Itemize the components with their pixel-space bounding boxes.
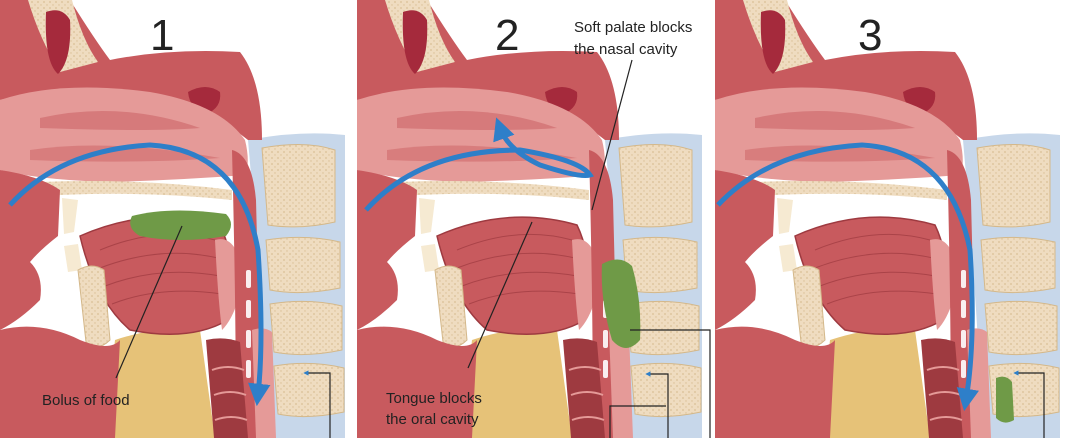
callout-soft-palate-line2: the nasal cavity [574, 41, 678, 58]
bolus-shape [996, 377, 1014, 423]
stage-3-panel: 3 [715, 0, 1060, 438]
stage-number: 2 [495, 11, 519, 60]
stage-number: 1 [150, 11, 174, 60]
callout-bolus: Bolus of food [42, 392, 130, 409]
stage-number: 3 [858, 11, 882, 60]
callout-soft-palate-line1: Soft palate blocks [574, 19, 692, 36]
stage-1-panel: 1 Bolus of food [0, 0, 345, 438]
callout-tongue-line2: the oral cavity [386, 411, 479, 428]
callout-tongue-line1: Tongue blocks [386, 390, 482, 407]
bolus-shape [130, 210, 231, 240]
stage-2-panel: 2 Soft palate blocks the nasal cavity To… [357, 0, 710, 438]
